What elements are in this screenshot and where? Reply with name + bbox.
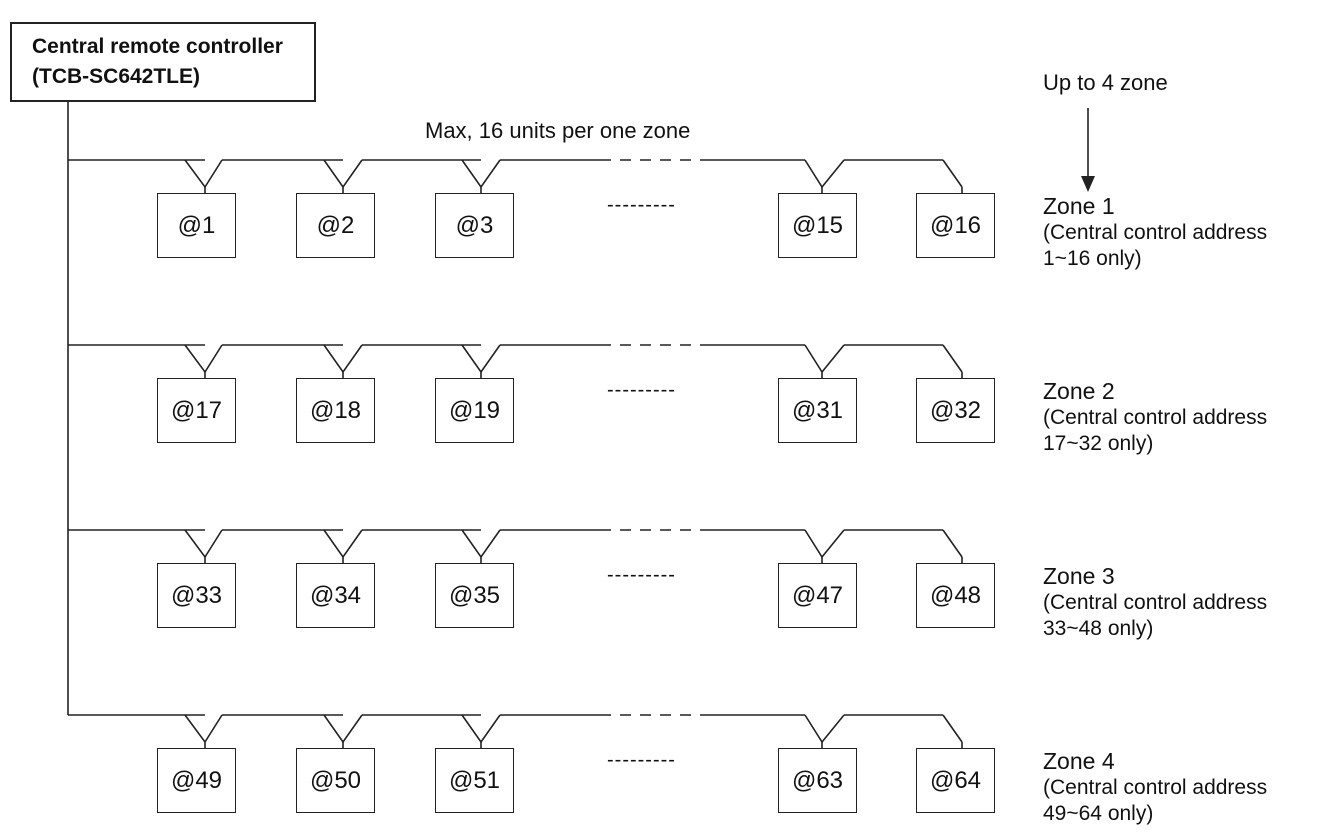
indoor-unit: @63 xyxy=(778,748,857,813)
unit-tap-line xyxy=(461,714,501,744)
zone-address-range: (Central control address xyxy=(1043,221,1268,244)
indoor-unit: @47 xyxy=(778,563,857,628)
up-to-zones-label: Up to 4 zone xyxy=(1043,70,1168,95)
indoor-unit: @49 xyxy=(157,748,236,813)
unit-tap-line xyxy=(804,714,845,744)
omitted-units-ellipsis: --------- xyxy=(607,749,676,771)
indoor-unit: @16 xyxy=(916,193,995,258)
max-units-label: Max, 16 units per one zone xyxy=(425,118,691,143)
unit-tap-line xyxy=(804,344,845,374)
zone-address-range: 17~32 only) xyxy=(1043,432,1154,455)
unit-tap-line xyxy=(461,529,501,559)
indoor-unit: @31 xyxy=(778,378,857,443)
unit-tap-line xyxy=(942,714,963,743)
indoor-unit: @15 xyxy=(778,193,857,258)
indoor-unit: @2 xyxy=(296,193,375,258)
unit-tap-line xyxy=(323,159,363,189)
omitted-units-ellipsis: --------- xyxy=(607,379,676,401)
indoor-unit: @51 xyxy=(435,748,514,813)
zone-name: Zone 3 xyxy=(1043,563,1115,589)
unit-tap-line xyxy=(323,529,363,559)
unit-tap-line xyxy=(184,344,223,374)
zone-name: Zone 1 xyxy=(1043,193,1115,219)
indoor-unit: @3 xyxy=(435,193,514,258)
indoor-unit: @32 xyxy=(916,378,995,443)
unit-tap-line xyxy=(323,714,363,744)
unit-tap-line xyxy=(184,159,223,189)
zone-address-range: 1~16 only) xyxy=(1043,247,1142,270)
indoor-unit: @34 xyxy=(296,563,375,628)
indoor-unit: @17 xyxy=(157,378,236,443)
indoor-unit: @1 xyxy=(157,193,236,258)
indoor-unit: @50 xyxy=(296,748,375,813)
unit-tap-line xyxy=(942,159,963,188)
indoor-unit: @48 xyxy=(916,563,995,628)
indoor-unit: @33 xyxy=(157,563,236,628)
indoor-unit: @19 xyxy=(435,378,514,443)
indoor-unit: @64 xyxy=(916,748,995,813)
indoor-unit: @18 xyxy=(296,378,375,443)
zone-name: Zone 4 xyxy=(1043,748,1115,774)
unit-tap-line xyxy=(942,529,963,558)
unit-tap-line xyxy=(461,159,501,189)
zone-label: Zone 1(Central control address 1~16 only) xyxy=(1043,192,1267,272)
unit-tap-line xyxy=(323,344,363,374)
zone-label: Zone 4(Central control address 49~64 only… xyxy=(1043,747,1267,827)
controller-name: Central remote controller xyxy=(32,35,283,58)
zone-address-range: 49~64 only) xyxy=(1043,802,1154,825)
indoor-unit: @35 xyxy=(435,563,514,628)
zone-address-range: 33~48 only) xyxy=(1043,617,1154,640)
unit-tap-line xyxy=(804,159,845,189)
zone-label: Zone 2(Central control address 17~32 only… xyxy=(1043,377,1267,457)
zone-address-range: (Central control address xyxy=(1043,591,1268,614)
unit-tap-line xyxy=(804,529,845,559)
zone-address-range: (Central control address xyxy=(1043,776,1268,799)
unit-tap-line xyxy=(184,714,223,744)
central-remote-controller-box: Central remote controller (TCB-SC642TLE) xyxy=(10,22,316,102)
zone-label: Zone 3(Central control address 33~48 only… xyxy=(1043,562,1267,642)
unit-tap-line xyxy=(942,344,963,373)
omitted-units-ellipsis: --------- xyxy=(607,564,676,586)
zone-name: Zone 2 xyxy=(1043,378,1115,404)
controller-model: (TCB-SC642TLE) xyxy=(32,65,201,88)
unit-tap-line xyxy=(184,529,223,559)
zones-arrow-head xyxy=(1081,176,1095,192)
omitted-units-ellipsis: --------- xyxy=(607,194,676,216)
zone-address-range: (Central control address xyxy=(1043,406,1268,429)
unit-tap-line xyxy=(461,344,501,374)
